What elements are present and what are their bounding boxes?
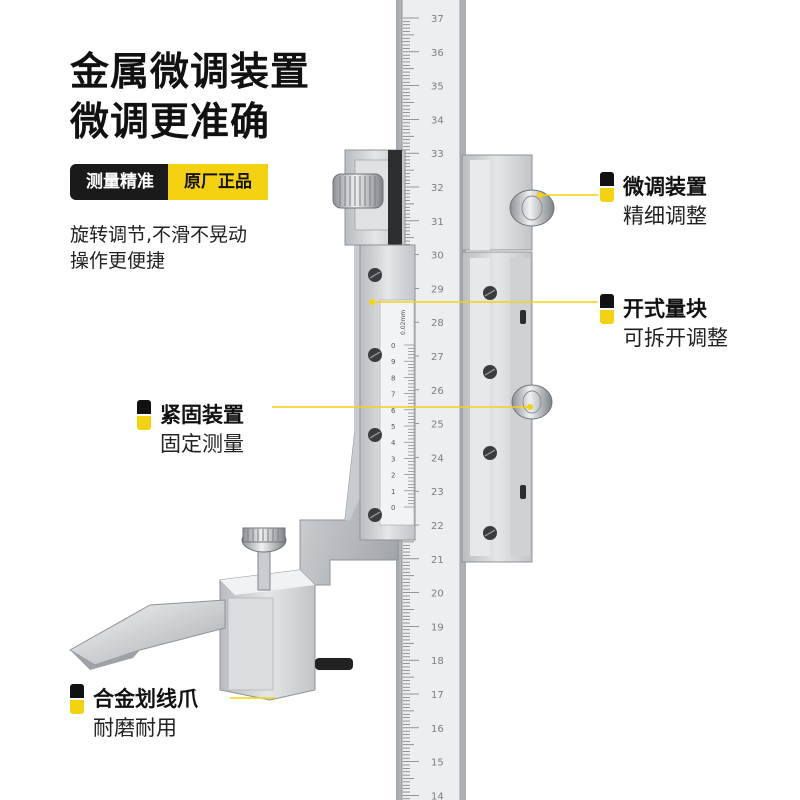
beam-number: 34 bbox=[431, 115, 444, 126]
scriber-claw bbox=[69, 599, 226, 666]
beam-numbers: 37 36 35 34 33 32 31 30 29 28 27 26 25 24 23 22 21 20 19 18… bbox=[431, 14, 444, 800]
vernier-number: 5 bbox=[391, 423, 395, 431]
beam-number: 17 bbox=[431, 690, 444, 701]
beam-number: 26 bbox=[431, 386, 444, 397]
feature-description: 旋转调节,不滑不晃动 操作更便捷 bbox=[70, 222, 247, 274]
leader-lines bbox=[230, 194, 598, 699]
callout-subtitle: 可拆开调整 bbox=[623, 326, 728, 350]
vernier-unit-label: 0.02mm bbox=[400, 310, 407, 335]
beam-number: 16 bbox=[431, 724, 444, 735]
beam-number: 22 bbox=[431, 521, 444, 532]
badge-group: 测量精准 原厂正品 bbox=[70, 164, 268, 200]
beam-number: 33 bbox=[431, 149, 444, 160]
fine-adjust-knob-right bbox=[509, 189, 555, 227]
callout-fine-adjust: 微调装置 精细调整 bbox=[600, 172, 707, 230]
beam-number: 36 bbox=[431, 48, 444, 59]
beam-number: 35 bbox=[431, 82, 444, 93]
beam-number: 37 bbox=[431, 14, 444, 25]
locking-knob-right bbox=[511, 384, 553, 420]
beam-number: 25 bbox=[431, 420, 444, 431]
callout-title: 开式量块 bbox=[623, 297, 707, 321]
callout-subtitle: 耐磨耐用 bbox=[93, 716, 177, 740]
bullet-icon bbox=[137, 400, 151, 430]
callout-subtitle: 精细调整 bbox=[623, 204, 707, 228]
badge-accurate: 测量精准 bbox=[70, 164, 168, 200]
vernier-numbers: 0 9 8 7 6 5 4 3 2 1 0 bbox=[391, 342, 396, 512]
beam-number: 21 bbox=[431, 555, 444, 566]
headline-line-2: 微调更准确 bbox=[70, 100, 271, 145]
callout-title: 微调装置 bbox=[623, 175, 707, 199]
callout-title: 紧固装置 bbox=[160, 403, 244, 427]
vernier-number: 1 bbox=[391, 488, 395, 496]
callout-locking-device: 紧固装置 固定测量 bbox=[137, 400, 244, 458]
bullet-icon bbox=[600, 172, 614, 202]
vernier-number: 7 bbox=[391, 391, 395, 399]
leader-dots bbox=[369, 192, 543, 410]
bullet-icon bbox=[70, 684, 84, 714]
description-line-2: 操作更便捷 bbox=[70, 250, 166, 272]
vernier-scale-face bbox=[379, 299, 415, 526]
beam-number: 20 bbox=[431, 589, 444, 600]
beam-number: 23 bbox=[431, 487, 444, 498]
callout-open-block: 开式量块 可拆开调整 bbox=[600, 294, 728, 352]
vernier-ticks bbox=[404, 344, 414, 508]
beam-number: 15 bbox=[431, 758, 444, 769]
vernier-number: 3 bbox=[391, 455, 395, 463]
beam-number: 32 bbox=[431, 183, 444, 194]
beam-number: 14 bbox=[431, 791, 444, 800]
beam-number: 24 bbox=[431, 453, 444, 464]
callout-subtitle: 固定测量 bbox=[160, 432, 244, 456]
vernier-number: 2 bbox=[391, 472, 395, 480]
vernier-number: 8 bbox=[391, 374, 395, 382]
beam-number: 18 bbox=[431, 656, 444, 667]
beam-number: 30 bbox=[431, 251, 444, 262]
callout-scriber-claw: 合金划线爪 耐磨耐用 bbox=[70, 684, 198, 742]
bullet-icon bbox=[600, 294, 614, 324]
badge-genuine: 原厂正品 bbox=[168, 164, 268, 200]
clamp-pin bbox=[315, 658, 353, 670]
vernier-number: 4 bbox=[391, 439, 396, 447]
beam-number: 19 bbox=[431, 622, 444, 633]
vernier-number: 9 bbox=[391, 358, 395, 366]
headline-line-1: 金属微调装置 bbox=[70, 50, 311, 95]
callout-title: 合金划线爪 bbox=[93, 687, 198, 711]
vernier-number: 0 bbox=[391, 342, 395, 350]
beam-number: 29 bbox=[431, 284, 444, 295]
beam-number: 27 bbox=[431, 352, 444, 363]
beam-number: 31 bbox=[431, 217, 444, 228]
vernier-number: 6 bbox=[391, 407, 396, 415]
vernier-number: 0 bbox=[391, 504, 395, 512]
beam-number: 28 bbox=[431, 318, 444, 329]
description-line-1: 旋转调节,不滑不晃动 bbox=[70, 224, 248, 246]
